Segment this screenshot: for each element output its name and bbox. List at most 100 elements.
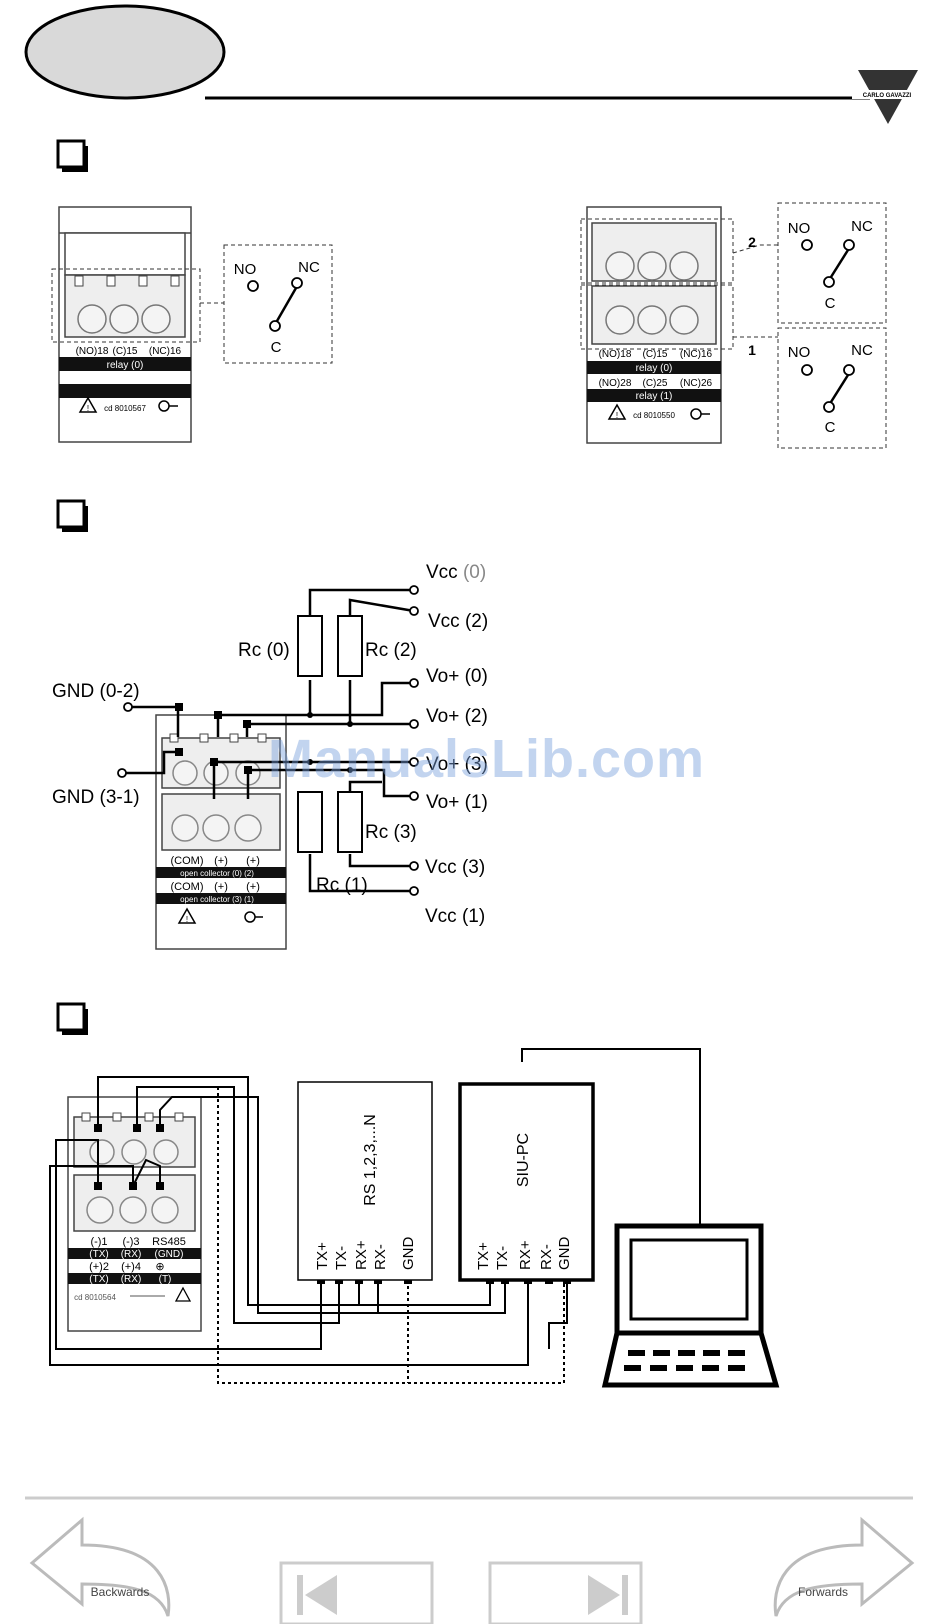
checkbox-icon (56, 139, 88, 172)
pin-label: GND (400, 1237, 417, 1271)
svg-text:C: C (825, 295, 836, 312)
relay-switch-diagram: NO NC C (223, 244, 333, 364)
gnd02-label: GND (0-2) (52, 681, 140, 702)
terminal-label: (+)2 (89, 1261, 109, 1273)
back-arrow-icon (29, 1516, 171, 1617)
terminal-label: (NC)16 (680, 349, 713, 360)
nc-label: NC (298, 259, 320, 276)
brand-logo: CARLO GAVAZZI (852, 70, 922, 124)
laptop-icon (601, 1223, 780, 1388)
terminal-label: (-)3 (122, 1236, 139, 1248)
rs485-ground-wire (170, 1086, 565, 1384)
terminal-screw (141, 304, 171, 334)
terminal-label: (-)1 (90, 1236, 107, 1248)
terminal-label: (+) (214, 881, 228, 893)
rc0-label: Rc (0) (238, 640, 290, 661)
terminal-label: (+) (246, 881, 260, 893)
rs485-wiring (49, 1048, 701, 1366)
skip-start-icon (297, 1575, 337, 1615)
c-label: C (271, 339, 282, 356)
vcc1-label: Vcc (1) (425, 906, 485, 927)
open-collector-resistors (175, 615, 363, 853)
ground-icon (244, 911, 263, 923)
terminal-label: (+) (214, 855, 228, 867)
rc1-label: Rc (1) (316, 875, 368, 896)
svg-text:!: ! (186, 915, 188, 924)
svg-text:(T): (T) (159, 1274, 172, 1285)
terminal-label: (COM) (171, 855, 204, 867)
siu-box-title: SIU-PC (515, 1133, 532, 1187)
pin-label: RX- (538, 1244, 555, 1270)
warning-icon (174, 1286, 192, 1302)
watermark: ManualsLib.com (268, 729, 706, 789)
svg-text:CARLO GAVAZZI: CARLO GAVAZZI (863, 93, 912, 99)
terminal-label: (NO)18 (599, 349, 632, 360)
vcc2-label: Vcc (2) (428, 611, 488, 632)
rs485-module: (-)1 (-)3 RS485 (TX) (RX) (GND) (+)2 (+)… (67, 1096, 202, 1332)
module-code: cd 8010564 (74, 1293, 116, 1302)
svg-text:C: C (825, 419, 836, 436)
terminal-label: (NC)16 (149, 346, 182, 357)
svg-text:!: ! (616, 411, 618, 420)
terminal-label: (C)15 (642, 349, 667, 360)
open-collector-wiring (122, 588, 415, 893)
terminal-label: (NC)26 (680, 378, 713, 389)
terminal-label: (C)25 (642, 378, 667, 389)
svg-text:NC: NC (851, 342, 873, 359)
terminal-label: (+) (246, 855, 260, 867)
siu-pc-box: SIU-PC TX+ TX- RX+ RX- GND (458, 1082, 595, 1282)
terminal-screw (605, 251, 635, 281)
pin-label: TX- (494, 1246, 511, 1270)
open-collector-terminals (117, 585, 419, 896)
rs-device-box: RS 1,2,3,...N TX+ TX- RX+ RX- GND (297, 1081, 433, 1281)
forwards-label: Forwards (798, 1585, 848, 1599)
terminal-label: (NO)28 (599, 378, 632, 389)
terminal-screw (669, 305, 699, 335)
pin-label: TX+ (314, 1242, 331, 1270)
rc2-label: Rc (2) (365, 640, 417, 661)
pin-label: RX- (372, 1244, 389, 1270)
svg-text:NC: NC (851, 218, 873, 235)
svg-text:(TX): (TX) (89, 1274, 108, 1285)
backwards-button[interactable]: Backwards (29, 1516, 171, 1617)
vcc3-label: Vcc (3) (425, 857, 485, 878)
terminal-label: (COM) (171, 881, 204, 893)
svg-text:(TX): (TX) (89, 1249, 108, 1260)
terminal-label: (+)4 (121, 1261, 141, 1273)
terminal-highlight (580, 218, 734, 284)
last-page-button[interactable] (488, 1561, 643, 1624)
pin-label: RX+ (353, 1240, 370, 1270)
pin-label: TX- (333, 1246, 350, 1270)
relay-bar (59, 357, 191, 371)
module-bar-label: open collector (3) (1) (180, 895, 254, 904)
relay-bar (587, 389, 721, 402)
terminal-screw (77, 304, 107, 334)
relay-marker: 2 (748, 234, 756, 250)
relay-bar-label: relay (1) (636, 391, 673, 402)
first-page-button[interactable] (279, 1561, 434, 1624)
terminal-screw (669, 251, 699, 281)
section-tab-ellipse (24, 4, 226, 100)
rs-box-title: RS 1,2,3,...N (362, 1114, 379, 1206)
forwards-button[interactable]: Forwards (773, 1516, 915, 1617)
relay-bar-label: relay (0) (636, 363, 673, 374)
forward-arrow-icon (773, 1516, 915, 1617)
terminal-label: ⊕ (155, 1261, 164, 1273)
svg-text:!: ! (87, 404, 89, 413)
pin-label: TX+ (475, 1242, 492, 1270)
svg-text:(RX): (RX) (121, 1274, 142, 1285)
module-bar-label: open collector (0) (2) (180, 869, 254, 878)
terminal-screw (605, 305, 635, 335)
checkbox-icon (56, 1002, 88, 1035)
relay-bar (587, 361, 721, 374)
terminal-label: (C)15 (112, 346, 137, 357)
open-collector-module: (COM) (+) (+) open collector (0) (2) (CO… (155, 714, 287, 950)
terminal-screw (637, 251, 667, 281)
relay-switch-diagram: NO NC C (777, 202, 887, 324)
terminal-label: (NO)18 (76, 346, 109, 357)
terminal-label: RS485 (152, 1236, 186, 1248)
vo3-label: Vo+ (3) (426, 754, 488, 775)
gnd31-label: GND (3-1) (52, 787, 140, 808)
svg-text:NO: NO (788, 344, 811, 361)
